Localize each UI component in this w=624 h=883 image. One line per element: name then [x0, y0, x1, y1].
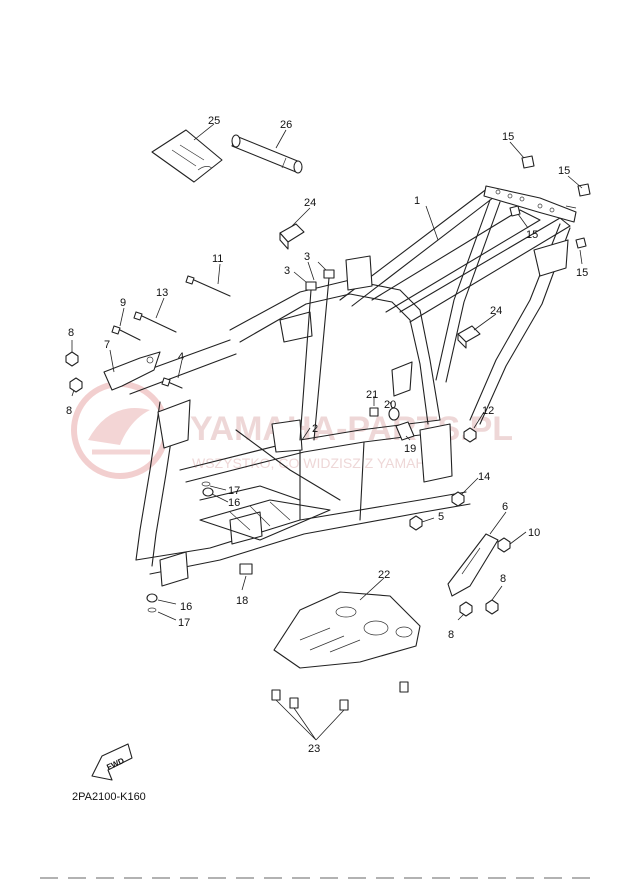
part-9-bolt [119, 329, 141, 341]
callout-11: 11 [212, 253, 223, 265]
part-23-bolt-c [339, 699, 349, 711]
part-10-nut [497, 537, 511, 553]
callout-24: 24 [490, 305, 502, 317]
fwd-arrow-icon: FWD [91, 743, 133, 781]
part-8-nut-a [65, 351, 79, 367]
part-8-nut-c [485, 599, 499, 615]
callout-10: 10 [528, 527, 540, 539]
callout-15: 15 [526, 229, 538, 241]
leader-lines [71, 123, 583, 741]
callout-16: 16 [228, 497, 240, 509]
part-19-bushing [395, 421, 415, 441]
part-24-rubber-upper [279, 223, 305, 250]
part-11-bolt [193, 279, 231, 297]
part-23-bolt-d [399, 681, 409, 693]
callout-12: 12 [482, 405, 494, 417]
callout-13: 13 [156, 287, 168, 299]
callout-20: 20 [384, 399, 396, 411]
part-24-rubber-lower [457, 325, 481, 349]
callout-3: 3 [304, 251, 310, 263]
callout-21: 21 [366, 389, 378, 401]
callout-24: 24 [304, 197, 316, 209]
part-12-nut [463, 427, 477, 443]
callout-8: 8 [448, 629, 454, 641]
part-16-collar-b [146, 593, 158, 603]
callouts: 1 2 3 3 4 5 6 7 8 8 8 8 9 10 11 12 13 14… [66, 115, 588, 755]
part-15-cap-a [521, 155, 535, 169]
part-4-bolt [167, 381, 183, 389]
callout-17: 17 [178, 617, 190, 629]
callout-16: 16 [180, 601, 192, 613]
part-8-nut-b [69, 377, 83, 393]
callout-26: 26 [280, 119, 292, 131]
callout-6: 6 [502, 501, 508, 513]
watermark-logo-icon [71, 381, 169, 479]
part-22-skid-plate [273, 591, 421, 669]
callout-9: 9 [120, 297, 126, 309]
callout-1: 1 [414, 195, 420, 207]
callout-15: 15 [558, 165, 570, 177]
watermark-site: YAMAHA-PARTS.PL [190, 410, 513, 448]
part-17-washer-a [201, 481, 211, 487]
callout-17: 17 [228, 485, 240, 497]
part-16-collar-a [202, 487, 214, 497]
part-7-front-bracket [103, 351, 161, 391]
callout-5: 5 [438, 511, 444, 523]
callout-25: 25 [208, 115, 220, 127]
callout-3: 3 [284, 265, 290, 277]
part-18-bolt [239, 563, 253, 575]
main-frame [119, 185, 577, 587]
part-15-cap-d [575, 237, 587, 249]
callout-18: 18 [236, 595, 248, 607]
part-14-nut [451, 491, 465, 507]
part-5-nut [409, 515, 423, 531]
callout-15: 15 [502, 131, 514, 143]
callout-7: 7 [104, 339, 110, 351]
part-6-rear-bracket [447, 533, 499, 597]
callout-14: 14 [478, 471, 490, 483]
watermark-tagline: WSZYSTKO, CO WIDZISZ Z YAMAHA [192, 455, 436, 471]
part-23-bolt-b [289, 697, 299, 709]
part-15-cap-c [509, 205, 521, 217]
part-26-sleeve [231, 134, 303, 174]
callout-8: 8 [66, 405, 72, 417]
part-23-bolt-a [271, 689, 281, 701]
callout-8: 8 [500, 573, 506, 585]
part-17-washer-b [147, 607, 157, 613]
part-21-bolt [369, 407, 379, 417]
callout-15: 15 [576, 267, 588, 279]
diagram-code: 2PA2100-K160 [72, 791, 146, 803]
callout-23: 23 [308, 743, 320, 755]
callout-22: 22 [378, 569, 390, 581]
part-8-nut-d [459, 601, 473, 617]
callout-8: 8 [68, 327, 74, 339]
callout-4: 4 [178, 351, 184, 363]
callout-2: 2 [312, 423, 318, 435]
part-20-collar [388, 407, 400, 421]
callout-19: 19 [404, 443, 416, 455]
part-3-bolt-b [323, 269, 335, 279]
watermark: YAMAHA-PARTS.PL WSZYSTKO, CO WIDZISZ Z Y… [71, 381, 513, 479]
part-13-bolt [141, 315, 177, 333]
part-25-grease-packet [151, 129, 223, 183]
fasteners [65, 155, 591, 711]
part-3-bolt-a [305, 281, 317, 291]
